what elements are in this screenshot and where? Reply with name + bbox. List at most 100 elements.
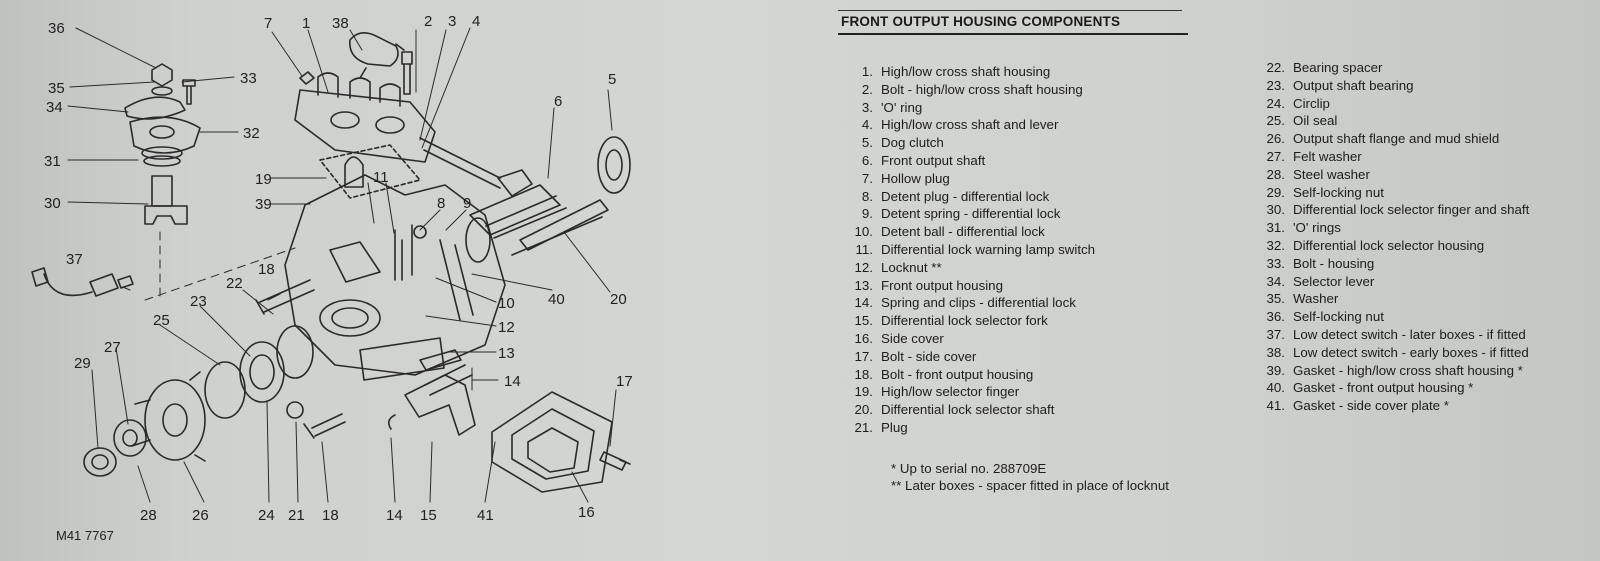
list-item: 10. Detent ball - differential lock — [843, 223, 1095, 241]
item-text: Differential lock selector fork — [881, 313, 1048, 329]
item-number: 21. — [854, 419, 874, 435]
item-number: 33. — [1266, 255, 1286, 271]
side-cover — [491, 391, 613, 493]
item-number: 10. — [854, 224, 874, 240]
item-number: 30. — [1266, 202, 1286, 218]
item-number: 28. — [1266, 166, 1286, 182]
item-number: 36. — [1266, 309, 1286, 325]
item-number: 26. — [1266, 131, 1286, 147]
item-text: High/low cross shaft housing — [881, 64, 1051, 79]
callout: 18 — [322, 507, 339, 524]
callout: 4 — [472, 13, 480, 30]
item-number: 23. — [1266, 77, 1286, 93]
callout: 7 — [264, 15, 272, 32]
item-number: 20. — [854, 402, 874, 418]
item-text: Front output shaft — [881, 152, 986, 168]
footnote: ** Later boxes - spacer fitted in place … — [891, 478, 1169, 493]
item-text: Circlip — [1293, 95, 1330, 111]
item-text: Washer — [1293, 291, 1339, 307]
item-text: Side cover — [881, 330, 944, 346]
callout: 35 — [48, 80, 65, 97]
list-item: 31.'O' rings — [1255, 219, 1529, 237]
item-number: 9. — [861, 206, 873, 222]
item-text: Plug — [881, 419, 908, 435]
item-text: Output shaft flange and mud shield — [1293, 131, 1500, 147]
item-text: Dog clutch — [881, 135, 944, 151]
list-item: 9. Detent spring - differential lock — [843, 205, 1095, 223]
item-number: 14. — [854, 295, 874, 311]
list-item: 12.Locknut ** — [843, 259, 1095, 277]
item-text: Output shaft bearing — [1293, 77, 1414, 93]
item-number: 32. — [1266, 237, 1286, 253]
list-item: 36. Self-locking nut — [1255, 308, 1529, 326]
list-item: 5. Dog clutch — [843, 134, 1095, 152]
callout: 28 — [140, 507, 157, 524]
callout: 34 — [46, 99, 63, 116]
callout: 33 — [240, 70, 257, 87]
item-text: Gasket - front output housing * — [1293, 380, 1474, 396]
list-item: 35.Washer — [1255, 290, 1529, 308]
item-text: Felt washer — [1293, 148, 1362, 164]
callout: 36 — [48, 20, 65, 37]
list-item: 6. Front output shaft — [843, 152, 1095, 170]
list-item: 28. Steel washer — [1255, 166, 1529, 184]
callout: 3 — [448, 13, 456, 30]
parts-list-left: 1.High/low cross shaft housing 2.Bolt - … — [843, 63, 1096, 437]
leader-lines — [67, 27, 617, 503]
list-item: 23. Output shaft bearing — [1255, 77, 1529, 95]
callout: 39 — [255, 196, 272, 213]
item-text: Hollow plug — [881, 170, 950, 186]
item-text: Bearing spacer — [1293, 60, 1383, 75]
list-item: 19.High/low selector finger — [843, 383, 1095, 401]
item-number: 7. — [861, 170, 873, 186]
output-shaft-flange — [83, 325, 314, 477]
list-item: 7. Hollow plug — [843, 170, 1095, 188]
item-number: 12. — [854, 259, 874, 275]
list-item: 18.Bolt - front output housing — [843, 366, 1095, 384]
callout: 20 — [610, 291, 627, 308]
callout: 29 — [74, 355, 91, 372]
callout: 14 — [504, 373, 521, 390]
item-number: 6. — [861, 152, 873, 168]
item-number: 15. — [854, 313, 874, 329]
list-item: 34.Selector lever — [1255, 273, 1529, 291]
item-number: 22. — [1266, 60, 1286, 75]
item-number: 39. — [1266, 362, 1286, 378]
item-text: Bolt - high/low cross shaft housing — [881, 81, 1083, 97]
assembly-lines — [119, 231, 296, 303]
list-item: 20.Differential lock selector shaft — [843, 401, 1095, 419]
bolts — [255, 279, 631, 471]
item-text: Detent spring - differential lock — [881, 206, 1061, 222]
selector-housing-assembly — [124, 63, 201, 225]
callout: 21 — [288, 507, 305, 524]
item-text: Differential lock selector housing — [1293, 237, 1485, 253]
item-text: 'O' ring — [881, 99, 923, 115]
item-text: 'O' rings — [1293, 220, 1341, 236]
item-text: Detent ball - differential lock — [881, 224, 1045, 240]
callout: 30 — [44, 195, 61, 212]
list-item: 25.Oil seal — [1255, 112, 1529, 130]
item-text: Steel washer — [1293, 166, 1370, 182]
callout-labels: 36 7 1 38 2 3 4 35 33 5 34 6 32 31 19 11… — [44, 13, 633, 543]
callout: 22 — [226, 275, 243, 292]
list-item: 13.Front output housing — [843, 277, 1095, 295]
item-number: 27. — [1266, 148, 1286, 164]
item-number: 37. — [1266, 326, 1286, 342]
item-text: Bolt - housing — [1293, 255, 1375, 271]
parts-list-right: 22. Bearing spacer 23. Output shaft bearin… — [1255, 59, 1530, 415]
list-item: 21. Plug — [843, 419, 1095, 437]
callout: 18 — [258, 261, 275, 278]
item-number: 13. — [854, 277, 874, 293]
front-output-housing — [284, 144, 506, 381]
item-number: 5. — [861, 135, 873, 151]
list-item: 32. Differential lock selector housing — [1255, 237, 1529, 255]
item-text: Oil seal — [1293, 113, 1338, 129]
item-text: Bolt - front output housing — [881, 366, 1034, 382]
item-text: Self-locking nut — [1293, 309, 1384, 325]
item-number: 17. — [854, 348, 874, 364]
item-number: 34. — [1266, 273, 1286, 289]
callout: 41 — [477, 507, 494, 524]
low-detect-switch — [31, 267, 134, 297]
callout: 17 — [616, 373, 633, 390]
